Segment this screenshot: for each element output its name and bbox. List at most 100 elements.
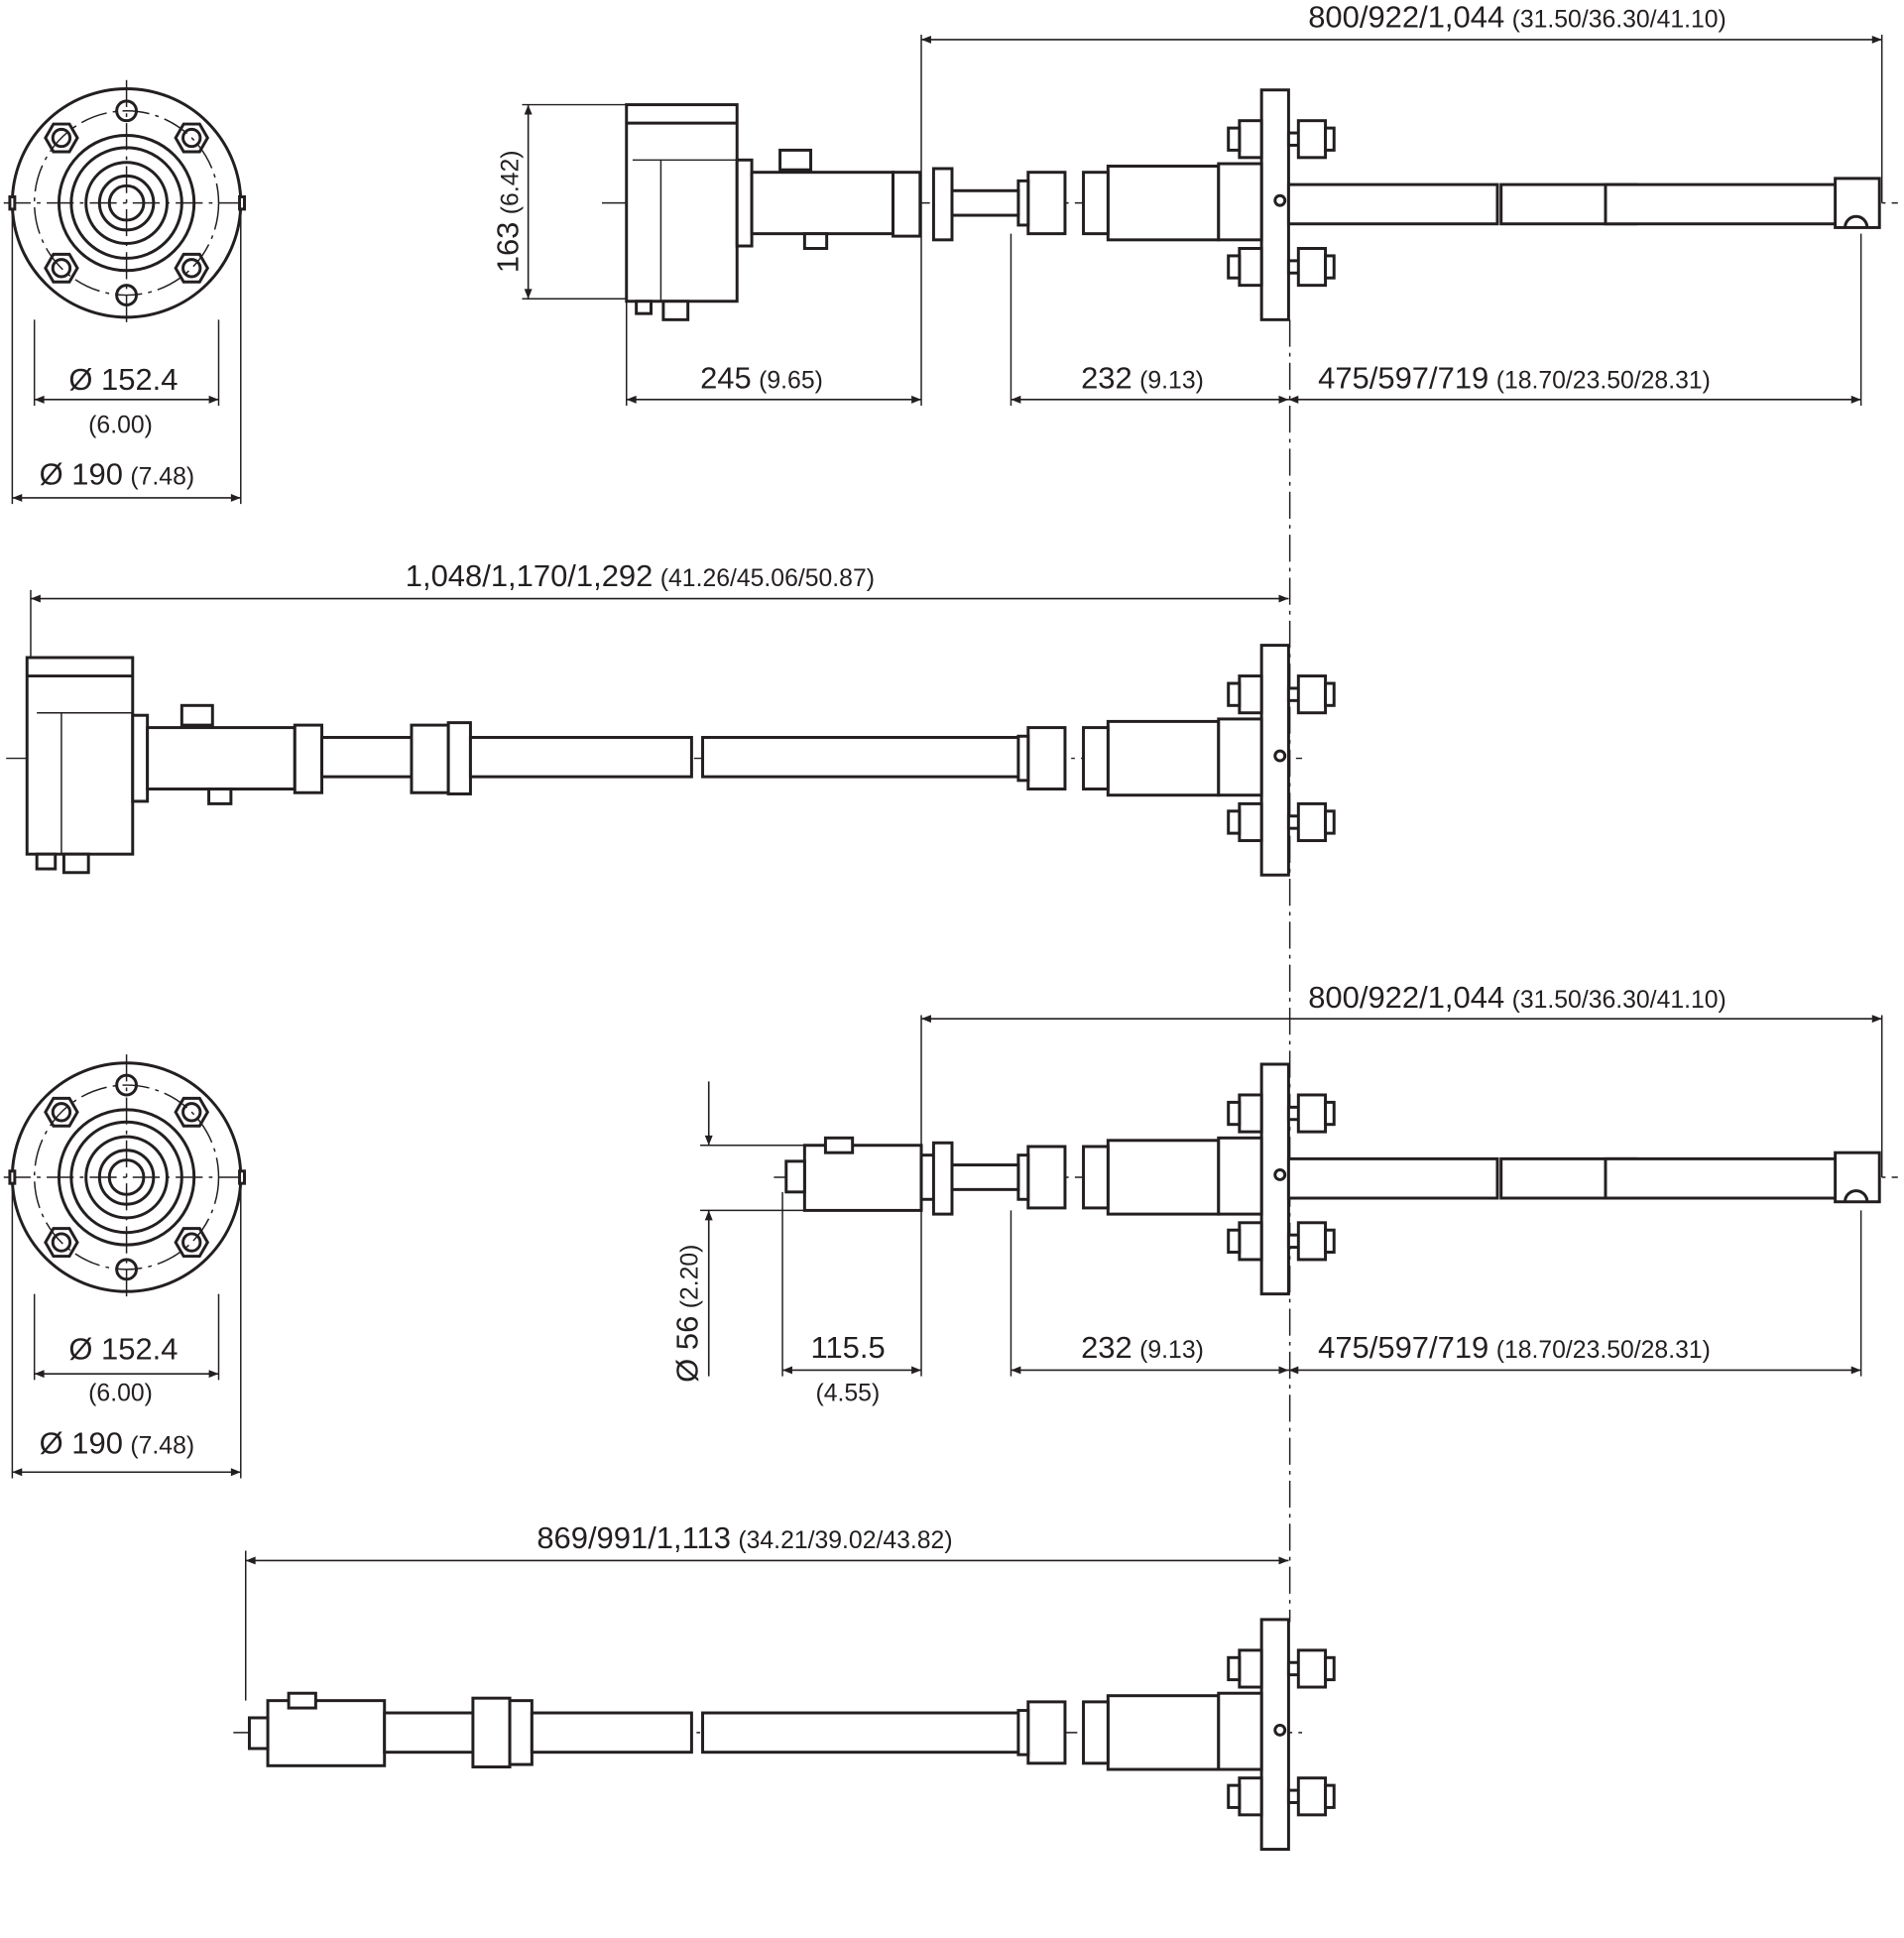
bolt-end [1324,681,1336,707]
fitting-nut [1026,171,1067,236]
side-stud [8,194,17,211]
mount-body [1106,1694,1221,1771]
bolt-icon [181,127,202,149]
sensor-head [802,1144,923,1212]
v1-front-inner-dia-in: (6.00) [88,412,153,438]
v2-overall-dim: 1,048/1,170/1,292(41.26/45.06/50.87) [406,558,875,593]
housing-flange [131,713,150,803]
analyzer-housing [25,656,135,856]
mount-body [1106,719,1221,797]
v3-head-dia-dim: Ø 56(2.20) [670,1245,705,1383]
side-stud [238,1169,246,1185]
probe-tube [320,736,416,779]
cable-gland [661,300,690,321]
drawing-geometry [3,34,1898,1852]
nut [1238,247,1263,288]
bolt-nut-icon [174,1096,210,1128]
mount-body [1106,1139,1221,1216]
v3-probe-dim: 475/597/719(18.70/23.50/28.31) [1318,1330,1711,1365]
nut [1296,1648,1328,1689]
fitting-nut-end [1016,734,1030,783]
bolt-end [1324,1655,1336,1682]
bottom-fitting [207,787,233,805]
bolt-end [1227,254,1242,280]
mount-collar [1082,726,1110,791]
cable-gland [61,852,90,875]
nut [1296,247,1328,288]
bolt-end [1227,681,1242,707]
connection-pipe [750,171,895,236]
v1-probe-dim: 475/597/719(18.70/23.50/28.31) [1318,361,1711,396]
bolt-nut-icon [174,122,210,154]
v3-overall-dim: 800/922/1,044(31.50/36.30/41.10) [1308,980,1726,1015]
fitting-nut [1026,1145,1067,1210]
fitting-nut [471,1696,512,1769]
side-stud [238,194,246,211]
bolt-hole [115,284,138,306]
cable-gland [635,300,654,315]
adapter [293,723,324,794]
fitting-nut-end [1016,1709,1030,1756]
side-stud [8,1169,17,1185]
bolt-icon [51,258,72,279]
connection-tube [950,188,1020,217]
nut [1238,1648,1263,1689]
connection-tube [701,736,1036,779]
bolt-icon [51,127,72,149]
probe-tip [1834,177,1881,229]
bolt-nut-icon [174,252,210,284]
v4-overall-dim: 869/991/1,113(34.21/39.02/43.82) [536,1520,952,1555]
mount-body [1106,165,1221,242]
head-button [287,1691,317,1710]
probe-tube [383,1711,479,1755]
probe-tube [1604,1156,1844,1200]
flange-hub [1217,1691,1263,1771]
probe-tube [1286,182,1499,226]
mount-collar [1082,1145,1110,1210]
bolt-icon [181,1102,202,1123]
v1-overall-dim: 800/922/1,044(31.50/36.30/41.10) [1308,0,1726,35]
bolt-end [1227,1228,1242,1255]
probe-tube [1604,182,1844,226]
cable-gland [35,852,58,871]
bolt-end [1324,126,1336,152]
probe-tube [1286,1156,1499,1200]
head-plug [247,1716,270,1751]
flange-hub [1217,162,1263,242]
v3-front-inner-dia-in: (6.00) [88,1380,153,1406]
v3-head-dim: 115.5 [811,1330,886,1365]
nut [1296,801,1328,843]
bolt-nut-icon [44,1096,79,1128]
v1-mount-dim: 232(9.13) [1081,361,1204,396]
mount-collar [1082,171,1110,236]
bolt-nut-icon [44,122,79,154]
bolt-end [1227,1783,1242,1809]
fitting-collar [508,1699,534,1766]
nut [1296,674,1328,715]
bolt-nut-icon [174,1227,210,1259]
connection-tube [468,736,693,779]
bolt-hole [115,99,138,123]
nut [1238,1776,1263,1817]
bolt-icon [51,1102,72,1123]
bolt-end [1324,1228,1336,1255]
v3-mount-dim: 232(9.13) [1081,1330,1204,1365]
flange-hub [1217,717,1263,797]
bolt-end [1324,1100,1336,1127]
nut [1238,119,1263,160]
probe-tip [1834,1151,1881,1204]
bottom-fitting [802,232,829,250]
bolt-end [1227,809,1242,835]
fitting-nut-end [1016,179,1030,227]
bolt-end [1227,1655,1242,1682]
v1-front-outer-dia: Ø 190(7.48) [40,456,194,491]
bolt-nut-icon [44,1227,79,1259]
top-fitting [179,703,214,727]
mount-collar [1082,1700,1110,1765]
connection-tube [701,1711,1036,1755]
nut [1296,119,1328,160]
analyzer-housing [625,103,739,303]
bolt-hole [115,1258,138,1281]
bolt-end [1324,1783,1336,1809]
clamp [446,721,472,795]
